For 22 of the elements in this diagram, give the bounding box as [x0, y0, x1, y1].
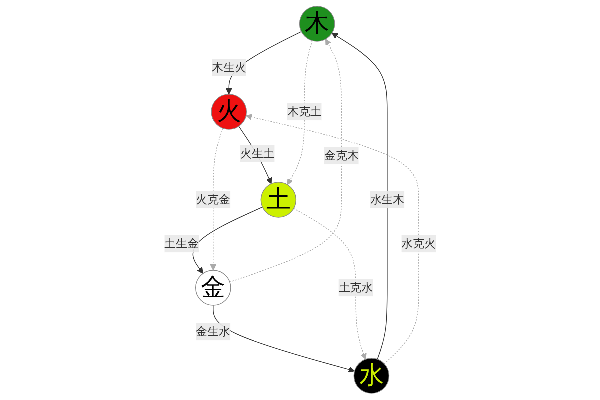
node-circle: 水 — [353, 358, 390, 394]
edge-label: 金克木 — [324, 148, 358, 162]
arrow — [212, 305, 355, 373]
arrow — [293, 208, 366, 360]
node-circle: 金 — [195, 270, 231, 306]
arrow — [229, 39, 342, 283]
edge-label: 水生木 — [370, 192, 404, 206]
arrow — [331, 33, 388, 360]
edge-label: 木克土 — [287, 104, 322, 118]
arrow — [246, 114, 419, 364]
edge-label: 火克金 — [196, 192, 230, 206]
edge-label: 金生水 — [196, 324, 230, 338]
edge-label: 水克火 — [401, 236, 436, 250]
edge-label: 火生土 — [240, 146, 274, 160]
node-circle: 木 — [299, 6, 335, 42]
node-circle: 土 — [260, 182, 296, 218]
arrow — [286, 40, 312, 186]
edge-label: 土克水 — [338, 280, 373, 294]
edge-label: 木生火 — [212, 60, 246, 74]
edge-label: 土生金 — [164, 236, 199, 250]
arrow — [210, 128, 224, 271]
node-circle: 火 — [210, 94, 247, 130]
